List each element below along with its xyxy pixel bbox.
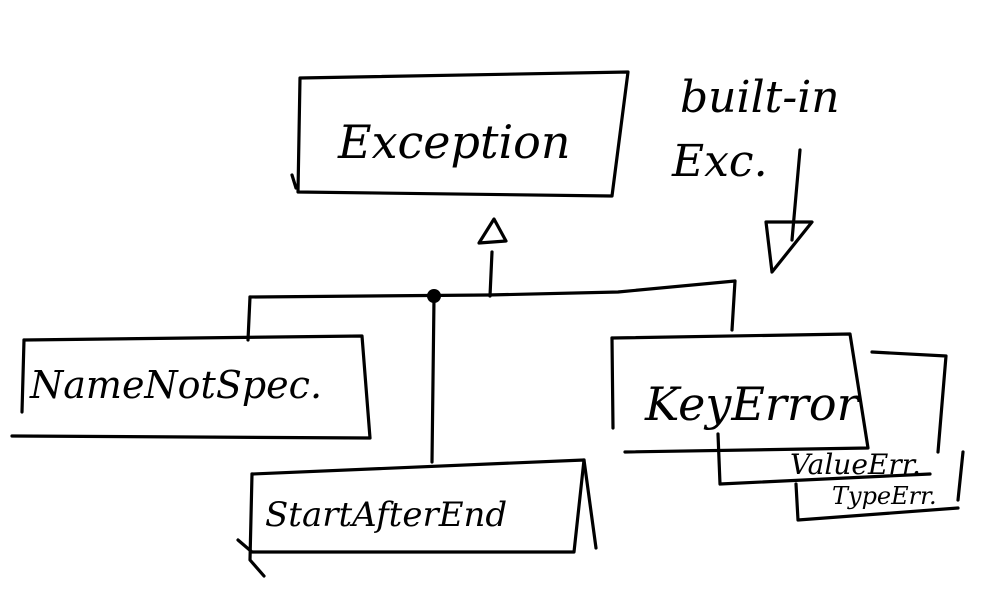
typeerr-label: TypeErr. [832,482,937,510]
valueerr-box: ValueErr. [716,350,948,486]
valueerr-label: ValueErr. [790,448,921,481]
junction-dot [427,289,441,303]
exception-box: Exception [290,70,630,198]
builtin-annotation-line2: Exc. [671,136,768,187]
annotation-arrowhead [764,220,814,274]
namenotspec-box: NameNotSpec. [10,334,372,440]
keyerror-box: KeyError [610,332,870,454]
inheritance-arrow [477,217,508,298]
startafterend-box: StartAfterEnd [236,458,598,578]
exception-label: Exception [337,115,570,169]
typeerr-box: TypeErr. [794,450,965,522]
inheritance-connectors [246,279,737,464]
startafterend-label: StartAfterEnd [265,495,507,535]
keyerror-label: KeyError [644,377,862,431]
builtin-annotation: built-in Exc. [671,72,840,274]
builtin-annotation-line1: built-in [680,72,840,123]
annotation-arrow [790,148,802,242]
namenotspec-label: NameNotSpec. [29,363,322,407]
